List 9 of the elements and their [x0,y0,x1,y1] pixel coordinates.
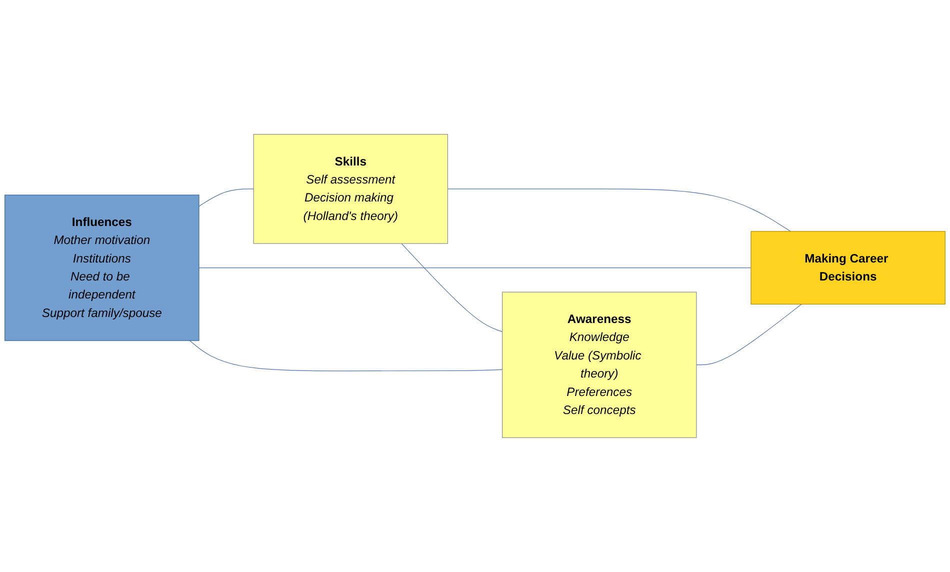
node-box: Making Career Decisions [750,231,946,304]
connector [447,188,791,232]
node-box: Influences Mother motivation Institutions Need to be independent Support family/spouse [4,194,200,341]
connector [198,188,254,207]
node-box: Skills Self assessment Decision making (Holland's theory) [253,134,448,244]
connector [189,340,503,372]
connector [401,243,503,332]
node-box: Awareness Knowledge Value (Symbolic theory) Preferences Self concepts [502,292,697,438]
connector [696,304,802,366]
